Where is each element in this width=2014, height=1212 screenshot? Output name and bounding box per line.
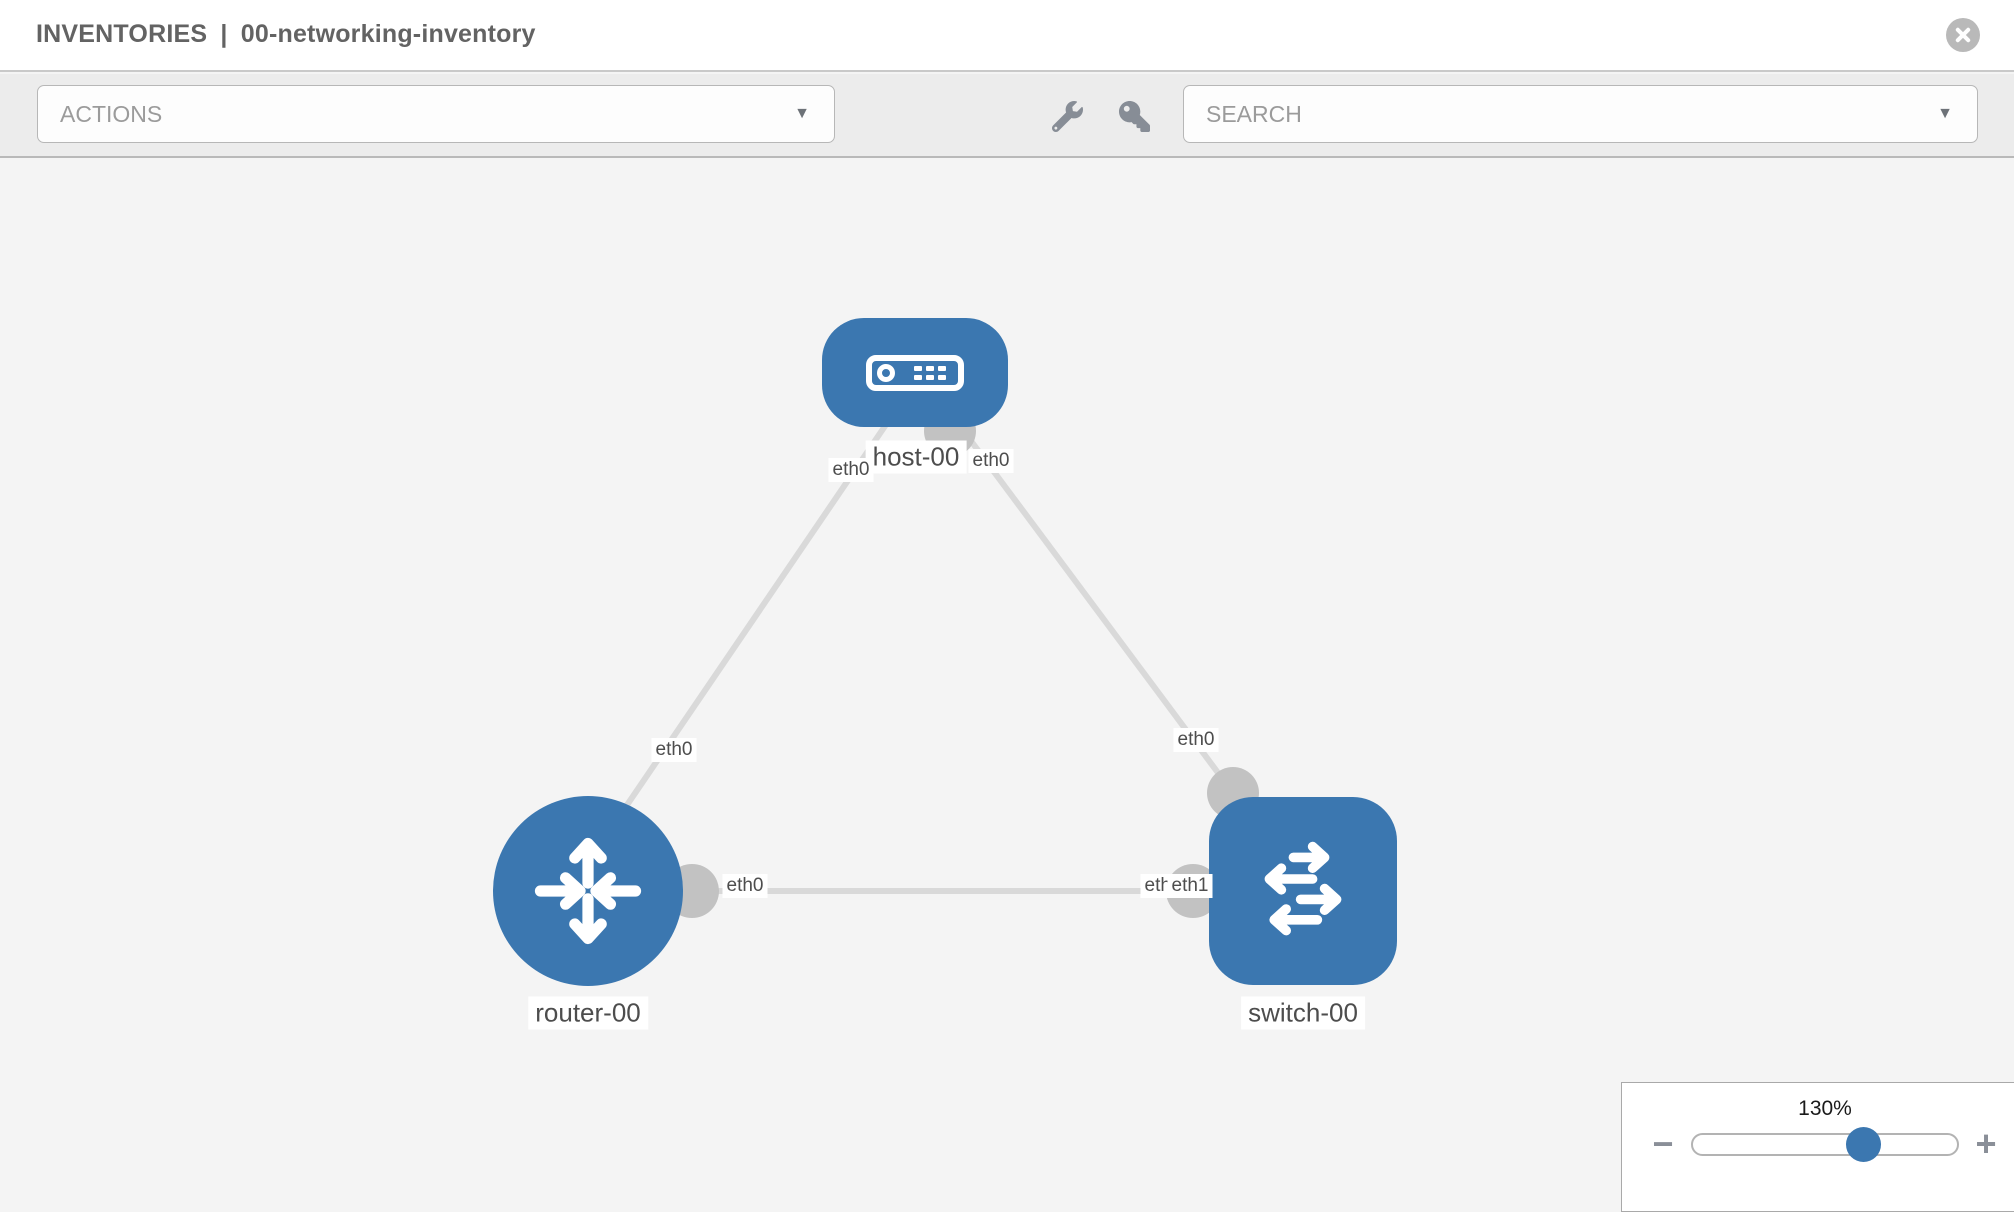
key-icon[interactable]	[1117, 98, 1153, 134]
page-title-primary: INVENTORIES	[36, 20, 208, 48]
interface-label-host-eth0-left: eth0	[828, 458, 874, 482]
zoom-out-button[interactable]: −	[1652, 1123, 1674, 1164]
page-title: INVENTORIES | 00-networking-inventory	[36, 20, 542, 49]
topology-canvas[interactable]	[0, 160, 2014, 1200]
host-icon	[866, 354, 964, 391]
chevron-down-icon: ▼	[794, 105, 810, 122]
close-icon	[1955, 27, 1971, 43]
header: INVENTORIES | 00-networking-inventory	[0, 0, 2014, 72]
actions-dropdown-label: ACTIONS	[60, 100, 163, 127]
interface-label-router-eth0-right: eth0	[722, 874, 768, 898]
interface-label-router-eth0-above: eth0	[651, 738, 697, 762]
actions-dropdown[interactable]: ACTIONS ▼	[37, 85, 835, 143]
link-lines	[607, 402, 1290, 894]
node-switch-00[interactable]	[1209, 797, 1397, 985]
node-label-host-00: host-00	[865, 440, 967, 474]
zoom-slider-track[interactable]	[1691, 1133, 1959, 1156]
search-dropdown[interactable]: SEARCH ▼	[1183, 85, 1978, 143]
port-circles	[665, 405, 1259, 918]
wrench-icon[interactable]	[1049, 98, 1085, 134]
interface-label-switch-eth1-front: eth1	[1167, 874, 1213, 898]
node-host-00[interactable]	[822, 318, 1008, 427]
chevron-down-icon: ▼	[1937, 105, 1953, 122]
switch-icon	[1264, 841, 1342, 936]
node-label-switch-00: switch-00	[1241, 996, 1365, 1030]
close-button[interactable]	[1946, 18, 1980, 52]
search-dropdown-label: SEARCH	[1206, 100, 1302, 127]
page-title-secondary: 00-networking-inventory	[240, 20, 536, 48]
zoom-level-text: 130%	[1798, 1097, 1852, 1120]
page-title-separator: |	[220, 20, 228, 48]
node-router-00[interactable]	[493, 796, 683, 986]
zoom-slider-handle[interactable]	[1846, 1127, 1881, 1162]
zoom-in-button[interactable]: +	[1975, 1123, 1997, 1164]
zoom-panel: 130% − +	[1621, 1082, 2014, 1212]
router-icon	[534, 837, 642, 945]
interface-label-switch-eth0-top: eth0	[1173, 728, 1219, 752]
toolbar: ACTIONS ▼ SEARCH ▼	[0, 74, 2014, 158]
node-label-router-00: router-00	[528, 996, 648, 1030]
interface-label-host-eth0-right: eth0	[968, 449, 1014, 473]
